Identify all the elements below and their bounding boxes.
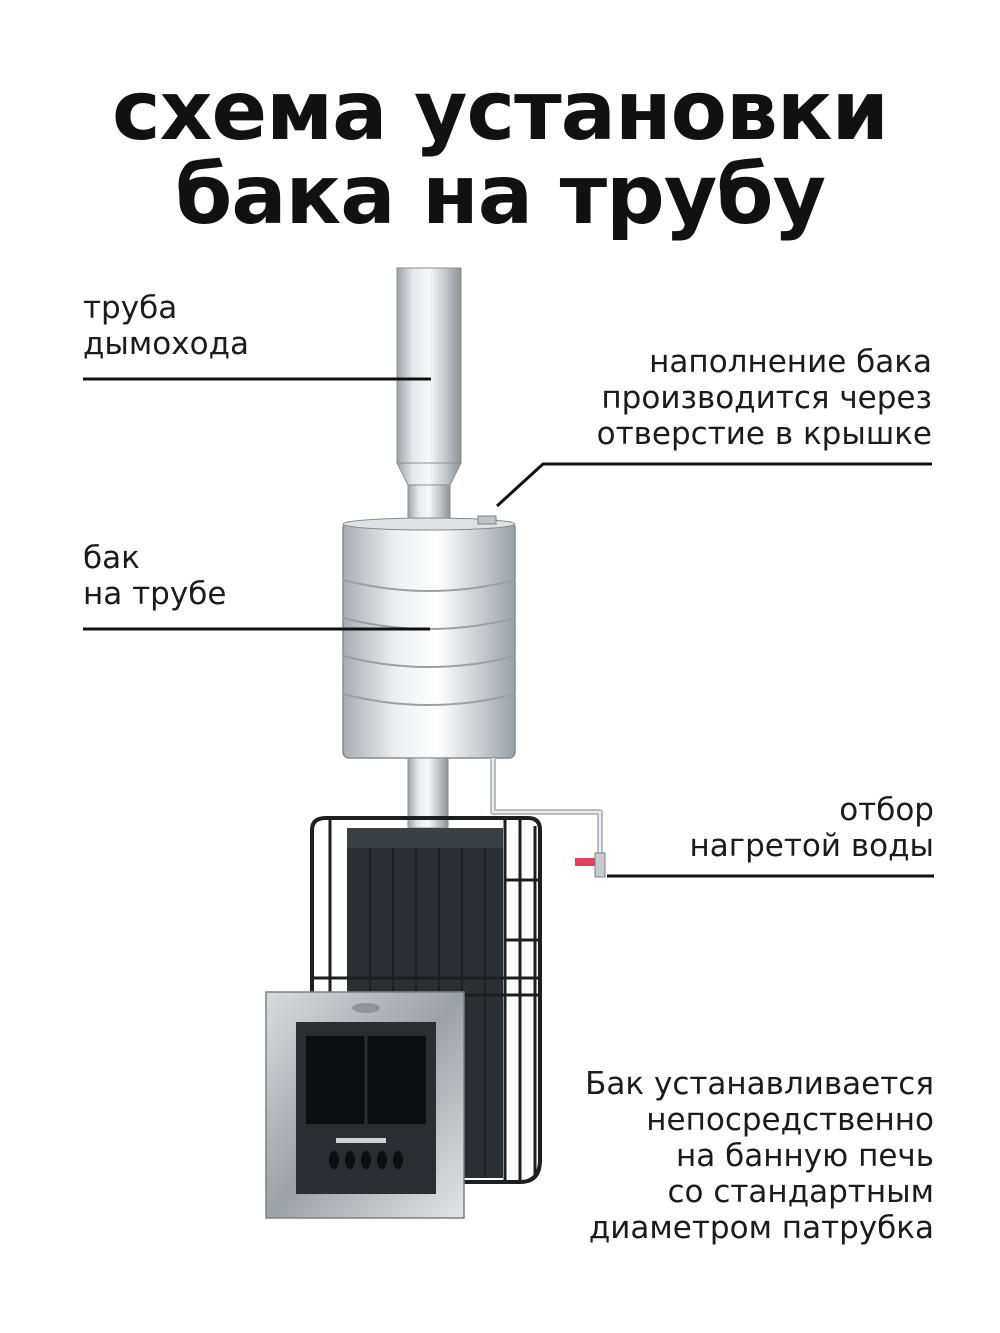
label-install-line-2: непосредственно (646, 1102, 934, 1138)
label-install-line-4: со стандартным (667, 1174, 934, 1210)
sauna-stove (265, 816, 542, 1219)
chimney-pipe (396, 267, 462, 526)
label-filling-line-2: производится через (601, 380, 932, 416)
label-tank-line-2: на трубе (83, 576, 227, 612)
label-chimney: труба дымохода (83, 290, 249, 362)
label-filling-line-3: отверстие в крышке (596, 416, 932, 452)
page-title: схема установки бака на трубу (0, 70, 1000, 238)
label-install-line-1: Бак устанавливается (585, 1066, 934, 1102)
label-filling: наполнение бака производится через отвер… (597, 344, 932, 452)
label-hot-water: отбор нагретой воды (690, 792, 934, 864)
title-line-1: схема установки (112, 64, 889, 159)
label-install-line-3: на банную печь (676, 1138, 934, 1174)
leader-line-filling (495, 462, 932, 508)
label-chimney-line-1: труба (83, 290, 178, 326)
label-hot-water-line-1: отбор (839, 792, 934, 828)
title-line-2: бака на трубу (174, 148, 826, 243)
label-filling-line-1: наполнение бака (649, 344, 932, 380)
label-tank-line-1: бак (83, 540, 140, 576)
hot-water-tap (490, 758, 606, 878)
label-install-note: Бак устанавливается непосредственно на б… (585, 1066, 934, 1246)
water-tank (342, 515, 516, 759)
label-tank: бак на трубе (83, 540, 226, 612)
label-chimney-line-2: дымохода (83, 326, 250, 362)
label-hot-water-line-2: нагретой воды (689, 828, 934, 864)
label-install-line-5: диаметром патрубка (588, 1210, 934, 1246)
